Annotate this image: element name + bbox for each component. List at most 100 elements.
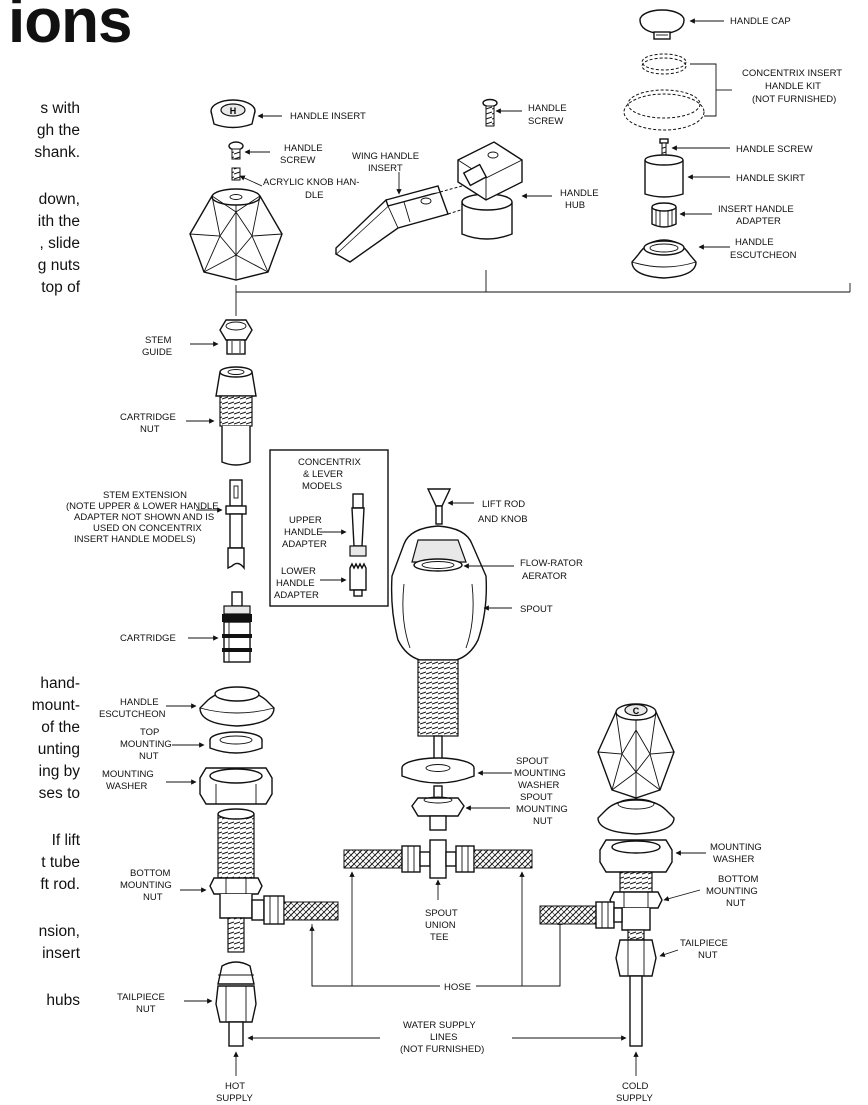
label-water-supply-1: WATER SUPPLY xyxy=(403,1020,476,1031)
text-fragment: , slide xyxy=(39,235,81,252)
label-upper-handle-adapter-1: UPPER xyxy=(289,515,322,526)
label-bottom-mounting-nut-right-2: MOUNTING xyxy=(706,886,758,897)
label-bottom-mounting-nut-right-1: BOTTOM xyxy=(718,874,759,885)
text-fragment: shank. xyxy=(34,144,80,161)
mounting-washer-left-part xyxy=(199,767,273,805)
spout-part xyxy=(390,525,487,661)
label-hot-supply-2: SUPPLY xyxy=(216,1093,253,1104)
label-top-mounting-nut-2: MOUNTING xyxy=(120,739,172,750)
handle-screw-left-part xyxy=(228,141,244,181)
label-stem-extension-1: STEM EXTENSION xyxy=(103,490,187,501)
label-handle-screw-left-2: SCREW xyxy=(280,155,315,166)
label-bottom-mounting-nut-left-3: NUT xyxy=(143,892,163,903)
label-flow-rator-2: AERATOR xyxy=(522,571,567,582)
right-hose-part xyxy=(539,901,623,929)
label-spout-union-tee-1: SPOUT xyxy=(425,908,458,919)
lower-handle-adapter-part xyxy=(349,562,367,597)
label-spout-mounting-nut-2: MOUNTING xyxy=(516,804,568,815)
label-tailpiece-nut-left-1: TAILPIECE xyxy=(117,992,165,1003)
handle-cap-part xyxy=(639,9,685,40)
handle-screw-mid-part xyxy=(482,98,498,127)
left-shank-part xyxy=(209,808,263,953)
text-fragment: top of xyxy=(41,279,80,296)
spout-shank-part xyxy=(417,659,459,761)
label-stem-extension-5: INSERT HANDLE MODELS) xyxy=(74,534,196,545)
text-fragment: t tube xyxy=(41,854,80,871)
label-top-mounting-nut-1: TOP xyxy=(140,727,159,738)
label-stem-guide-1: STEM xyxy=(145,335,171,346)
label-hose: HOSE xyxy=(444,982,471,993)
label-handle-skirt: HANDLE SKIRT xyxy=(736,173,805,184)
label-tailpiece-nut-left-2: NUT xyxy=(136,1004,156,1015)
text-fragment: If lift xyxy=(51,832,80,849)
label-spout: SPOUT xyxy=(520,604,553,615)
mounting-washer-right-part xyxy=(599,839,673,873)
label-lower-handle-adapter-3: ADAPTER xyxy=(274,590,319,601)
label-stem-guide-2: GUIDE xyxy=(142,347,172,358)
cartridge-part xyxy=(222,591,252,663)
label-hot-supply-1: HOT xyxy=(225,1081,245,1092)
label-stem-extension-4: USED ON CONCENTRIX xyxy=(93,523,202,534)
label-tailpiece-nut-right-1: TAILPIECE xyxy=(680,938,728,949)
cold-escutcheon-part xyxy=(597,798,675,835)
handle-hub-part xyxy=(457,141,523,240)
handle-insert-part: H xyxy=(210,99,256,129)
cartridge-nut-part xyxy=(215,366,257,466)
text-fragment: ft rod. xyxy=(40,876,80,893)
label-top-mounting-nut-3: NUT xyxy=(139,751,159,762)
handle-escutcheon-top-part xyxy=(631,239,697,279)
label-mounting-washer-right-2: WASHER xyxy=(713,854,754,865)
upper-handle-adapter-part xyxy=(349,493,367,557)
label-cartridge: CARTRIDGE xyxy=(120,633,176,644)
label-mounting-washer-right-1: MOUNTING xyxy=(710,842,762,853)
label-water-supply-3: (NOT FURNISHED) xyxy=(400,1044,484,1055)
spout-mounting-nut-part xyxy=(411,785,465,831)
label-cold-supply-1: COLD xyxy=(622,1081,649,1092)
label-cold-supply-2: SUPPLY xyxy=(616,1093,653,1104)
handle-screw-right-part xyxy=(659,138,669,156)
body-text-fragments: s with gh the shank. down, ith the , sli… xyxy=(0,0,80,1105)
label-handle-screw-left-1: HANDLE xyxy=(284,143,323,154)
tailpiece-nut-right-part xyxy=(615,939,657,1047)
text-fragment: ses to xyxy=(38,785,80,802)
label-wing-handle-insert-2: INSERT xyxy=(368,163,403,174)
insert-handle-adapter-part xyxy=(651,202,677,228)
text-fragment: mount- xyxy=(31,697,80,714)
text-fragment: unting xyxy=(37,741,80,758)
label-insert-handle-adapter-2: ADAPTER xyxy=(736,216,781,227)
label-handle-escutcheon-left-2: ESCUTCHEON xyxy=(99,709,166,720)
text-fragment: hand- xyxy=(40,675,80,692)
wing-handle-insert-part xyxy=(334,185,471,263)
label-handle-screw-mid-2: SCREW xyxy=(528,116,563,127)
label-handle-cap: HANDLE CAP xyxy=(730,16,791,27)
page-title: ions xyxy=(8,0,132,56)
concentrix-insert-dashed-part xyxy=(623,53,705,131)
text-fragment: s with xyxy=(40,100,80,117)
top-mounting-nut-part xyxy=(209,731,263,754)
label-spout-mounting-washer-3: WASHER xyxy=(518,780,559,791)
label-handle-escutcheon-top-1: HANDLE xyxy=(735,237,774,248)
label-lift-rod-2: AND KNOB xyxy=(478,514,528,525)
label-inset-title-2: & LEVER xyxy=(303,469,343,480)
label-concentrix-kit-2: HANDLE KIT xyxy=(765,81,821,92)
label-spout-mounting-washer-2: MOUNTING xyxy=(514,768,566,779)
label-insert-handle-adapter-1: INSERT HANDLE xyxy=(718,204,794,215)
label-mounting-washer-left-1: MOUNTING xyxy=(102,769,154,780)
label-lower-handle-adapter-1: LOWER xyxy=(281,566,316,577)
label-handle-insert: HANDLE INSERT xyxy=(290,111,366,122)
label-handle-hub-1: HANDLE xyxy=(560,188,599,199)
label-spout-union-tee-3: TEE xyxy=(430,932,448,943)
text-fragment: ing by xyxy=(38,763,80,780)
label-cartridge-nut-1: CARTRIDGE xyxy=(120,412,176,423)
spout-union-tee-part xyxy=(343,839,533,879)
label-tailpiece-nut-right-2: NUT xyxy=(698,950,718,961)
label-bottom-mounting-nut-left-2: MOUNTING xyxy=(120,880,172,891)
cold-knob-part: C xyxy=(597,703,675,799)
text-fragment: of the xyxy=(41,719,80,736)
stem-guide-part xyxy=(219,319,253,355)
text-fragment: down, xyxy=(38,191,80,208)
label-handle-hub-2: HUB xyxy=(565,200,585,211)
label-upper-handle-adapter-2: HANDLE xyxy=(284,527,323,538)
label-cartridge-nut-2: NUT xyxy=(140,424,160,435)
label-wing-handle-insert-1: WING HANDLE xyxy=(352,151,419,162)
